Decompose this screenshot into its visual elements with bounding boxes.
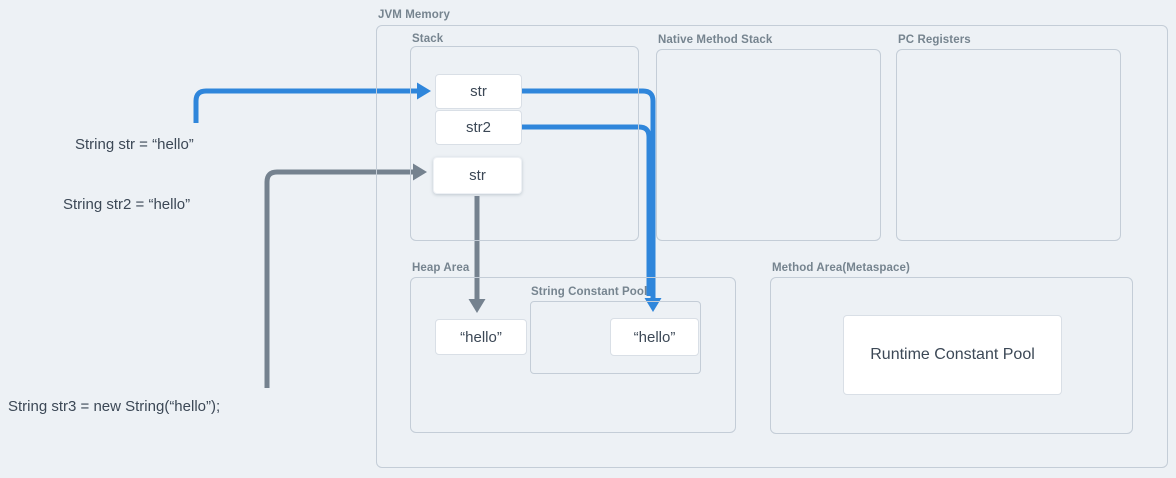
code-line-str3: String str3 = new String(“hello”);	[8, 398, 221, 415]
pc-registers-label: PC Registers	[898, 34, 971, 46]
native-method-stack-box	[656, 49, 881, 241]
stack-box	[410, 46, 639, 241]
method-area-label: Method Area(Metaspace)	[772, 262, 910, 274]
string-constant-pool-label: String Constant Pool	[531, 286, 648, 298]
jvm-memory-label: JVM Memory	[378, 9, 450, 21]
constant-pool-string: “hello”	[610, 318, 699, 356]
stack-frame-str3: str	[433, 157, 522, 194]
heap-area-box	[410, 277, 736, 433]
stack-label: Stack	[412, 33, 444, 45]
runtime-constant-pool-box: Runtime Constant Pool	[843, 315, 1062, 395]
code-line-str: String str = “hello”	[75, 136, 194, 153]
heap-area-label: Heap Area	[412, 262, 470, 274]
code-line-str2: String str2 = “hello”	[63, 196, 191, 213]
jvm-memory-box	[376, 25, 1168, 468]
pc-registers-box	[896, 49, 1121, 241]
string-constant-pool-box	[530, 301, 701, 374]
stack-frame-str: str	[435, 74, 522, 109]
method-area-box	[770, 277, 1133, 434]
stack-frame-str2: str2	[435, 110, 522, 145]
heap-string-object: “hello”	[435, 319, 527, 355]
native-method-stack-label: Native Method Stack	[658, 34, 773, 46]
